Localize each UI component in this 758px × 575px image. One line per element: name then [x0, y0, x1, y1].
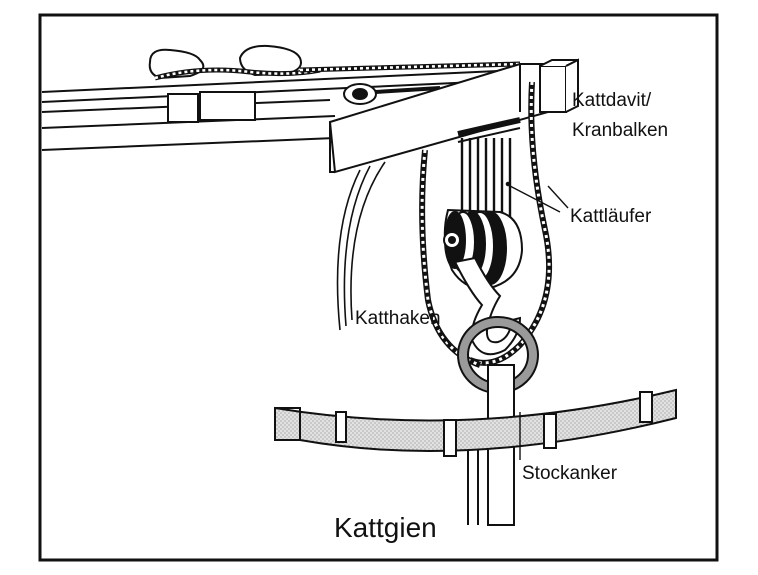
diagram-title: Kattgien [334, 512, 437, 543]
label-katthaken: Katthaken [355, 308, 441, 329]
label-kattdavit-line2: Kranbalken [572, 120, 669, 141]
hanging-rope [419, 81, 553, 368]
outer-border [38, 13, 719, 562]
anchor-ring [456, 316, 540, 394]
anchor-stock [274, 388, 677, 457]
cathead-beam [328, 58, 579, 174]
label-kattlaeufer: Kattläufer [570, 206, 652, 227]
deck-rail [41, 44, 521, 151]
label-kattdavit-line1: Kattdavit/ [572, 90, 652, 111]
hull-lines [336, 161, 386, 331]
label-stockanker: Stockanker [522, 463, 618, 484]
leader-lines [439, 181, 569, 460]
